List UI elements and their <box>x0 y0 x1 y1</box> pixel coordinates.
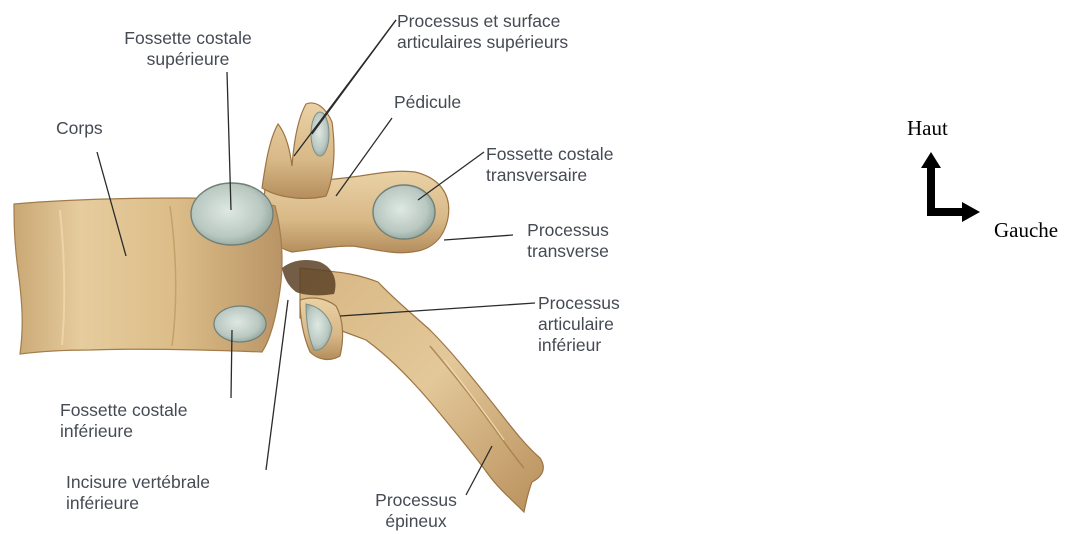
label-processus-surface-articulaires-superieurs: Processus et surface articulaires supéri… <box>397 11 568 53</box>
label-processus-transverse: Processus transverse <box>508 220 628 262</box>
label-fossette-costale-transversaire: Fossette costale transversaire <box>486 144 613 186</box>
orientation-right-label: Gauche <box>994 218 1058 243</box>
superior-costal-facet <box>191 183 273 245</box>
inferior-costal-facet <box>214 306 266 342</box>
label-processus-articulaire-inferieur: Processus articulaire inférieur <box>538 293 620 356</box>
orientation-up-label: Haut <box>907 116 948 141</box>
label-fossette-costale-superieure: Fossette costale supérieure <box>88 28 288 70</box>
orientation-arrow-icon <box>921 152 980 222</box>
label-fossette-costale-inferieure: Fossette costale inférieure <box>60 400 187 442</box>
transverse-costal-facet <box>373 185 435 239</box>
label-processus-epineux: Processus épineux <box>356 490 476 532</box>
label-corps: Corps <box>56 118 103 139</box>
label-pedicule: Pédicule <box>394 92 461 113</box>
label-incisure-vertebrale-inferieure: Incisure vertébrale inférieure <box>66 472 210 514</box>
